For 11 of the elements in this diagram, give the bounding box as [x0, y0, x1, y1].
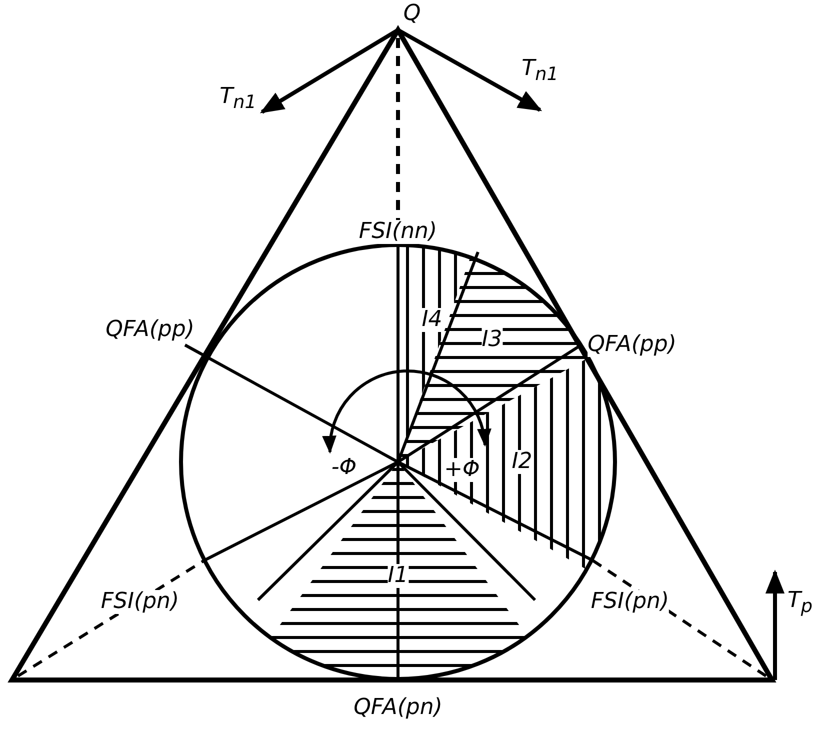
angle-label: +Φ	[444, 458, 480, 482]
point-label: QFA(pp)	[588, 333, 676, 357]
sector-label: I4	[422, 308, 442, 332]
point-label: QFA(pp)	[106, 318, 194, 342]
point-label: FSI(pn)	[590, 590, 670, 614]
axis-label: Q	[403, 2, 421, 26]
sector-label: I2	[512, 450, 532, 474]
point-label: QFA(pn)	[354, 696, 442, 720]
sector-label: I1	[388, 564, 408, 588]
point-label: FSI(nn)	[358, 220, 438, 244]
point-label: FSI(pn)	[100, 590, 180, 614]
